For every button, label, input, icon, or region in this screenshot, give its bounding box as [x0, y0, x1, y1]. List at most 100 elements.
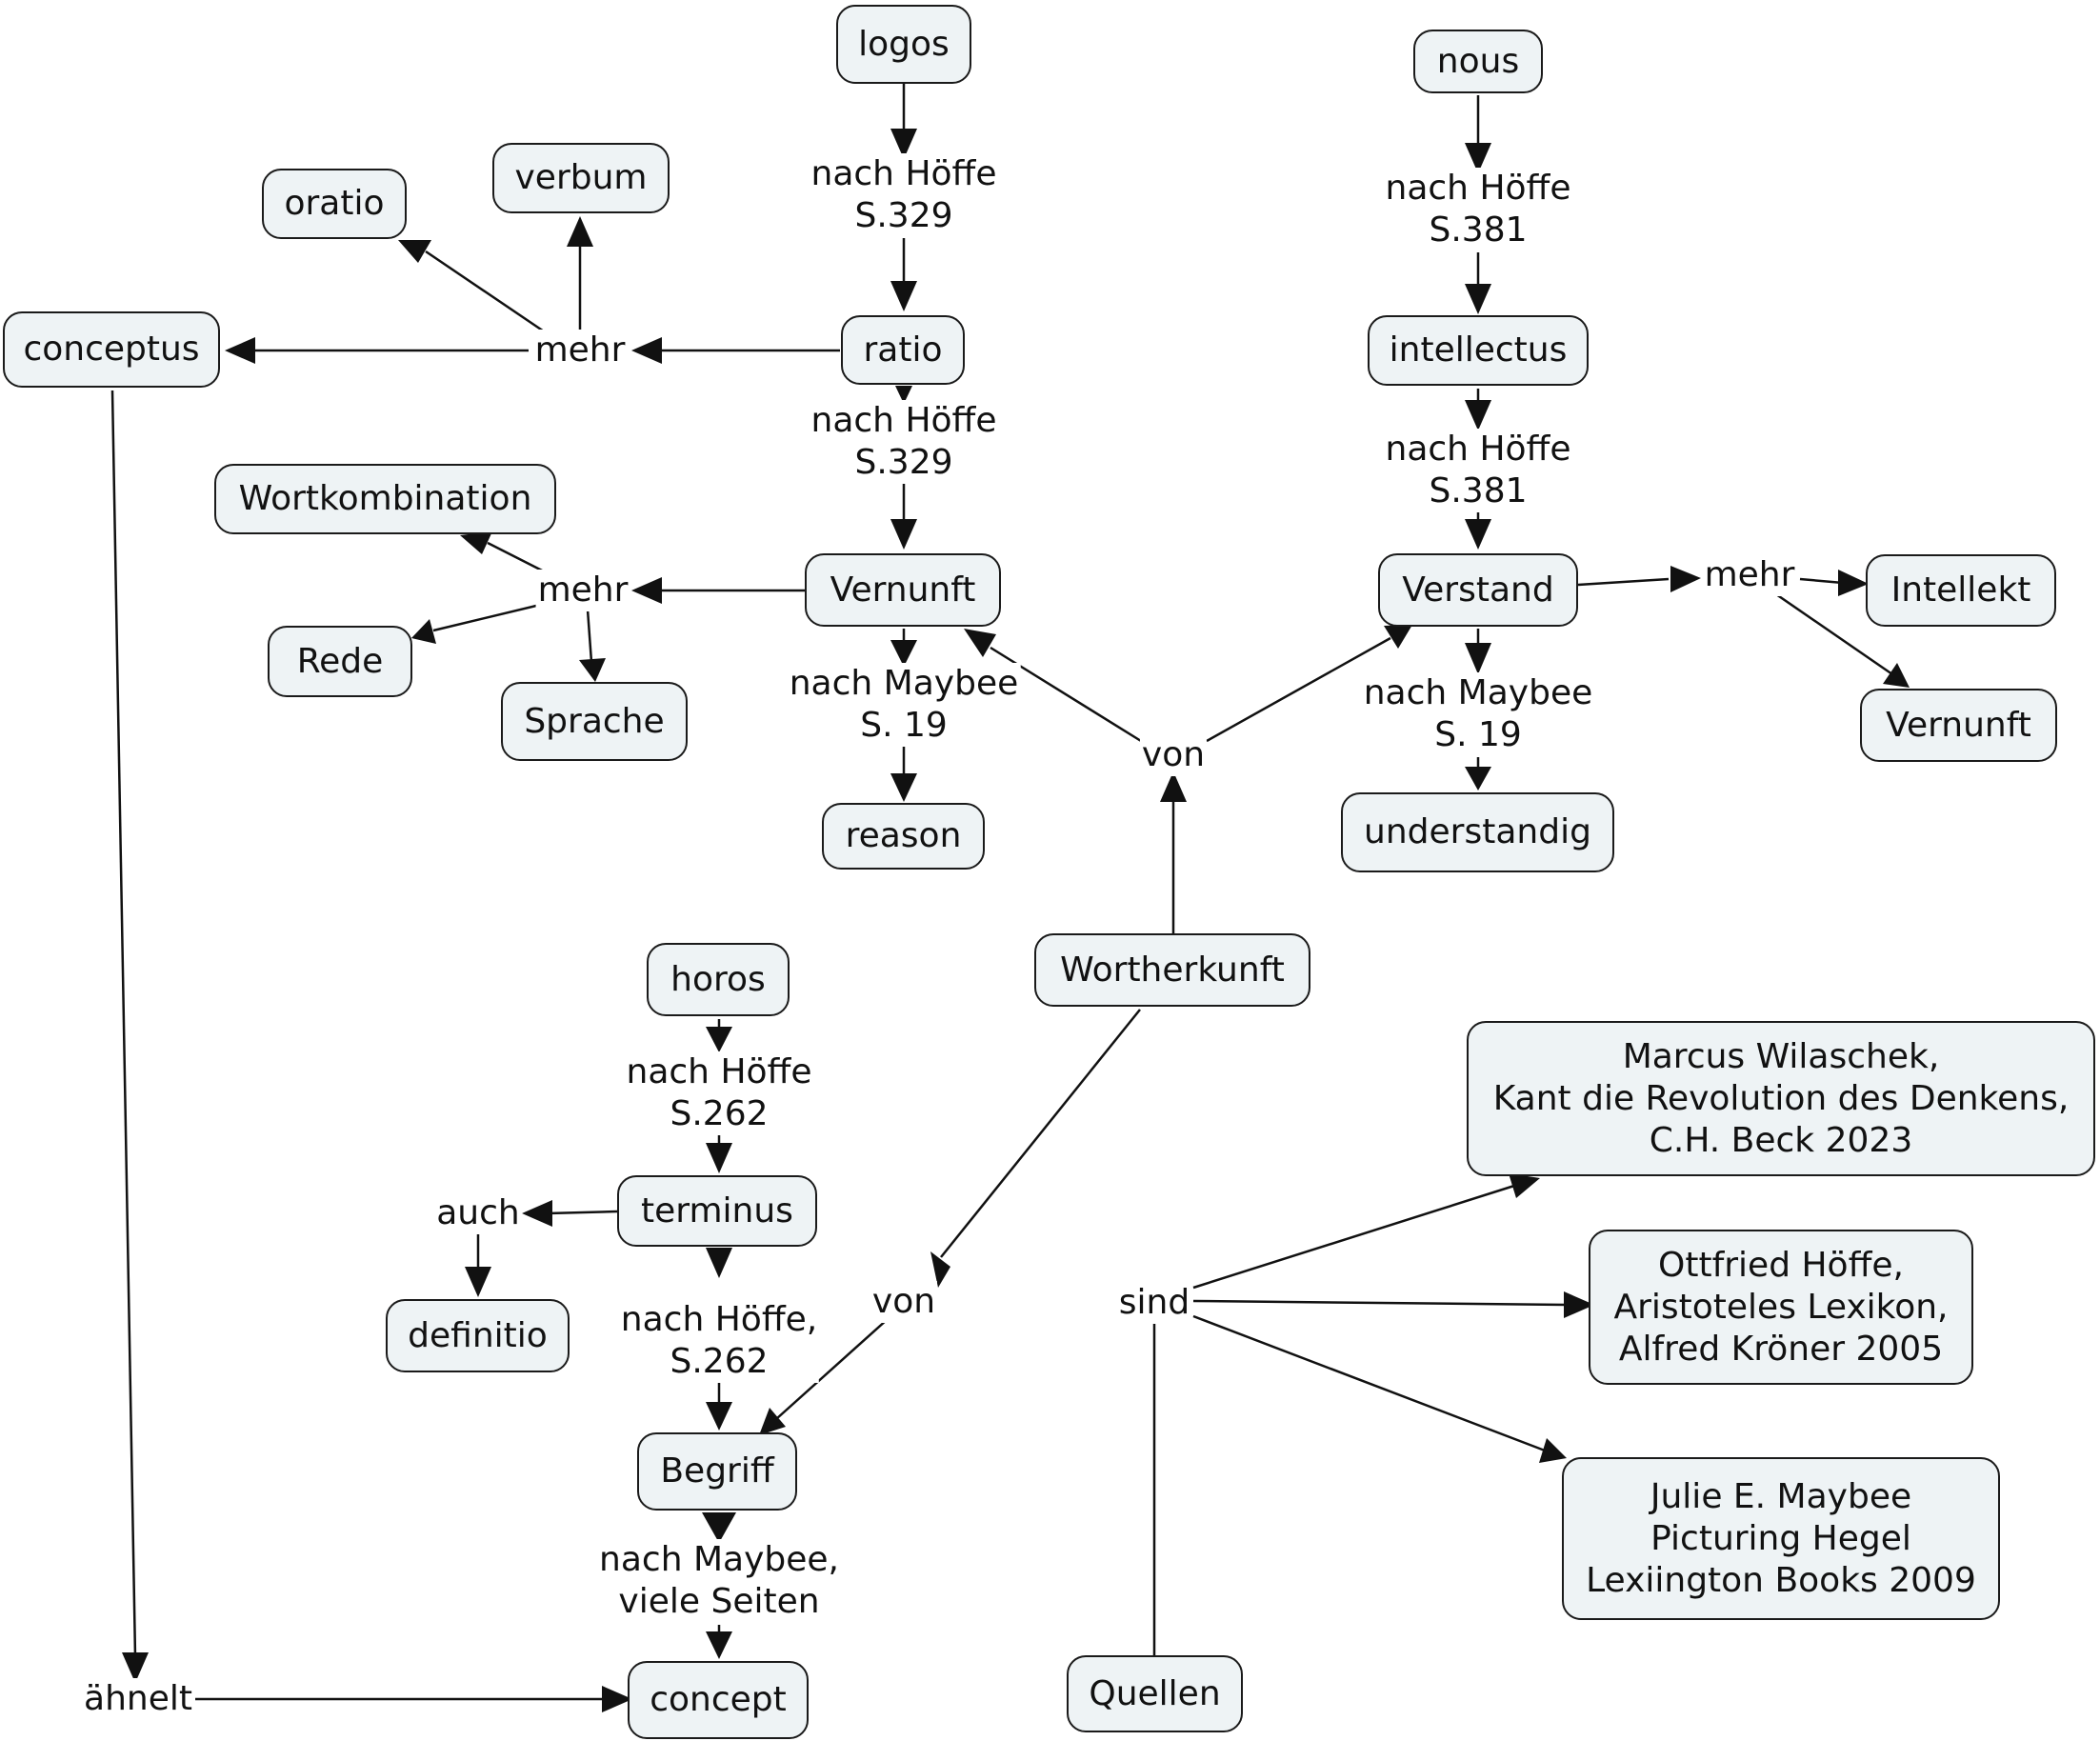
link-label-aehnelt: ähnelt	[82, 1678, 194, 1720]
arrowhead	[1384, 625, 1412, 649]
arrowheads	[122, 129, 1910, 1712]
source-line: C.H. Beck 2023	[1649, 1120, 1913, 1160]
link-label-line: S.262	[670, 1342, 769, 1381]
edge-sind-source2	[1192, 1299, 1568, 1307]
source-line: Julie E. Maybee	[1650, 1476, 1912, 1516]
source-line: Lexiington Books 2009	[1586, 1560, 1976, 1600]
node-source-wilaschek[interactable]: Marcus Wilaschek, Kant die Revolution de…	[1467, 1021, 2095, 1176]
arrowhead	[1564, 1291, 1594, 1318]
link-label-intellectus-verstand: nach Höffe S.381	[1383, 429, 1573, 512]
edge-sind-source1	[1192, 1184, 1515, 1290]
link-label-line: S.262	[670, 1094, 769, 1133]
edge-mehr-rede	[432, 604, 537, 632]
link-label-line: nach Maybee	[1363, 673, 1593, 712]
arrowhead	[1465, 143, 1491, 173]
arrowhead	[1465, 519, 1491, 550]
link-label-von-bottom: von	[870, 1281, 938, 1323]
edge-mehr-intellekt	[1799, 577, 1844, 585]
source-line: Aristoteles Lexikon,	[1613, 1287, 1949, 1327]
node-source-hoeffe[interactable]: Ottfried Höffe, Aristoteles Lexikon, Alf…	[1589, 1230, 1973, 1385]
link-label-line: S.329	[854, 196, 953, 235]
arrowhead	[398, 240, 431, 263]
arrowhead	[1465, 400, 1491, 430]
arrowhead	[706, 1402, 732, 1431]
arrowhead	[411, 619, 436, 644]
source-line: Kant die Revolution des Denkens,	[1492, 1078, 2070, 1118]
arrowhead	[890, 773, 917, 802]
link-label-line: nach Maybee	[789, 664, 1019, 703]
node-ratio[interactable]: ratio	[841, 315, 965, 385]
arrowhead	[706, 1143, 732, 1173]
arrowhead	[465, 1267, 491, 1297]
arrowhead	[1465, 643, 1491, 674]
arrowhead	[890, 640, 917, 667]
arrowhead	[706, 1631, 732, 1659]
link-label-line: nach Höffe	[1385, 430, 1571, 469]
node-reason[interactable]: reason	[822, 803, 985, 870]
arrowhead	[602, 1686, 632, 1712]
arrowhead	[631, 577, 662, 604]
source-line: Picturing Hegel	[1650, 1518, 1911, 1558]
node-understandig[interactable]: understandig	[1341, 792, 1614, 872]
node-wortkombination[interactable]: Wortkombination	[214, 464, 556, 534]
link-label-terminus-auch: auch	[434, 1192, 522, 1234]
node-wortherkunft[interactable]: Wortherkunft	[1034, 933, 1310, 1007]
node-begriff[interactable]: Begriff	[637, 1432, 797, 1511]
node-nous[interactable]: nous	[1413, 30, 1543, 93]
link-label-line: S.381	[1429, 471, 1528, 510]
arrowhead	[1539, 1438, 1567, 1463]
source-line: Alfred Kröner 2005	[1618, 1329, 1944, 1369]
node-rede[interactable]: Rede	[268, 626, 412, 697]
link-label-horos-terminus: nach Höffe S.262	[624, 1051, 814, 1135]
node-intellectus[interactable]: intellectus	[1368, 315, 1589, 386]
link-label-logos-ratio: nach Höffe S.329	[809, 153, 999, 237]
arrowhead	[1509, 1173, 1540, 1198]
link-label-verstand-mehr: mehr	[1702, 554, 1797, 596]
arrowhead	[1465, 284, 1491, 314]
source-line: Ottfried Höffe,	[1658, 1245, 1904, 1285]
node-definitio[interactable]: definitio	[386, 1299, 570, 1372]
node-oratio[interactable]: oratio	[262, 169, 407, 239]
node-vernunft-2[interactable]: Vernunft	[1860, 689, 2057, 762]
node-concept[interactable]: concept	[628, 1661, 809, 1739]
arrowhead	[522, 1200, 552, 1227]
link-label-ratio-vernunft: nach Höffe S.329	[809, 400, 999, 484]
edge-mehr-sprache	[586, 609, 593, 663]
link-label-vernunft-mehr: mehr	[535, 570, 630, 611]
link-label-line: nach Höffe,	[620, 1300, 818, 1339]
node-intellekt[interactable]: Intellekt	[1866, 554, 2056, 627]
node-terminus[interactable]: terminus	[617, 1175, 817, 1247]
link-label-nous-intellectus: nach Höffe S.381	[1383, 168, 1573, 251]
link-label-line: viele Seiten	[618, 1582, 820, 1621]
arrowhead	[759, 1408, 786, 1435]
node-conceptus[interactable]: conceptus	[3, 311, 220, 388]
arrowhead	[890, 129, 917, 159]
link-label-line: S.381	[1429, 210, 1528, 250]
node-vernunft[interactable]: Vernunft	[805, 553, 1001, 627]
link-label-line: nach Höffe	[1385, 169, 1571, 208]
arrowhead	[895, 386, 912, 404]
arrowhead	[225, 337, 255, 364]
node-sprache[interactable]: Sprache	[501, 682, 688, 761]
link-label-terminus-begriff: nach Höffe, S.262	[618, 1299, 820, 1383]
node-verstand[interactable]: Verstand	[1378, 553, 1578, 627]
link-label-line: nach Höffe	[810, 401, 997, 440]
arrowhead	[631, 337, 662, 364]
arrowhead	[1465, 767, 1491, 790]
link-label-line: S. 19	[860, 706, 948, 745]
edge-terminus-auch	[547, 1210, 618, 1215]
node-verbum[interactable]: verbum	[492, 143, 670, 213]
link-label-begriff-concept: nach Maybee, viele Seiten	[597, 1539, 841, 1623]
node-logos[interactable]: logos	[836, 5, 971, 84]
edge-wortherkunft-von2	[940, 1009, 1141, 1258]
node-horos[interactable]: horos	[647, 943, 790, 1016]
arrowhead	[567, 216, 593, 247]
node-quellen[interactable]: Quellen	[1067, 1655, 1243, 1732]
link-label-ratio-mehr: mehr	[532, 330, 628, 371]
arrowhead	[890, 519, 917, 550]
node-source-maybee[interactable]: Julie E. Maybee Picturing Hegel Lexiingt…	[1562, 1457, 2000, 1620]
source-line: Marcus Wilaschek,	[1622, 1036, 1940, 1076]
arrowhead	[460, 531, 492, 554]
